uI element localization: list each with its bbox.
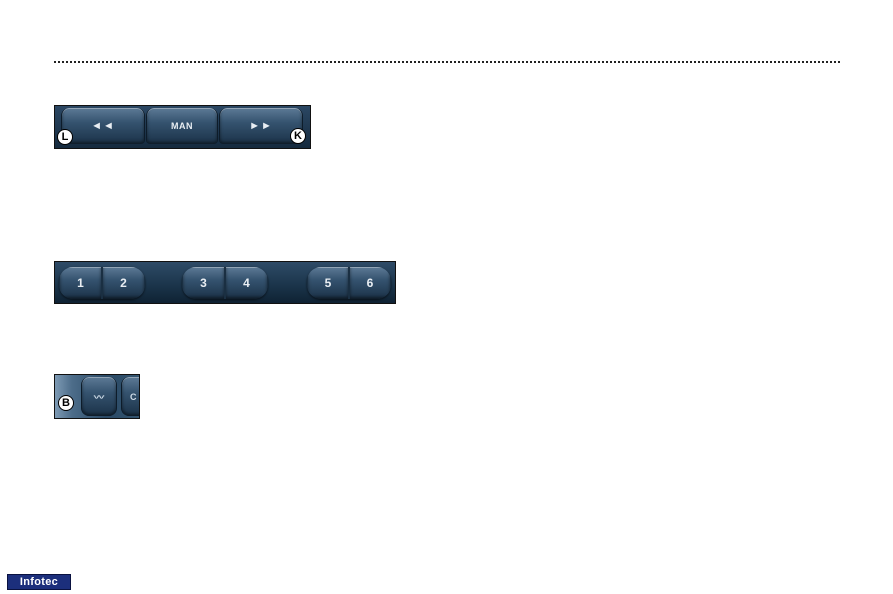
- infotec-logo: Infotec: [7, 574, 71, 590]
- preset-4-button[interactable]: 4: [225, 267, 268, 299]
- callout-marker-k: K: [290, 128, 306, 144]
- wave-icon: 〰: [94, 393, 104, 404]
- band-button-panel: 〰 C B: [54, 374, 140, 419]
- manual-tuning-button[interactable]: MAN: [146, 108, 218, 144]
- preset-group-3-4: 3 4: [182, 267, 268, 299]
- seek-back-button[interactable]: ◄◄: [61, 108, 145, 144]
- preset-2-button[interactable]: 2: [102, 267, 145, 299]
- band-button[interactable]: 〰: [81, 377, 117, 416]
- tuning-controls-panel: ◄◄ MAN ►► L K: [54, 105, 311, 149]
- seek-forward-button[interactable]: ►►: [219, 108, 303, 144]
- preset-group-1-2: 1 2: [59, 267, 145, 299]
- preset-3-button[interactable]: 3: [182, 267, 225, 299]
- callout-marker-b: B: [58, 395, 74, 411]
- preset-buttons-panel: 1 2 3 4 5 6: [54, 261, 396, 304]
- preset-group-5-6: 5 6: [307, 267, 391, 299]
- preset-1-button[interactable]: 1: [59, 267, 102, 299]
- dotted-divider: [54, 61, 840, 63]
- preset-6-button[interactable]: 6: [349, 267, 391, 299]
- callout-marker-l: L: [57, 129, 73, 145]
- partial-adjacent-button[interactable]: C: [121, 377, 139, 416]
- preset-5-button[interactable]: 5: [307, 267, 349, 299]
